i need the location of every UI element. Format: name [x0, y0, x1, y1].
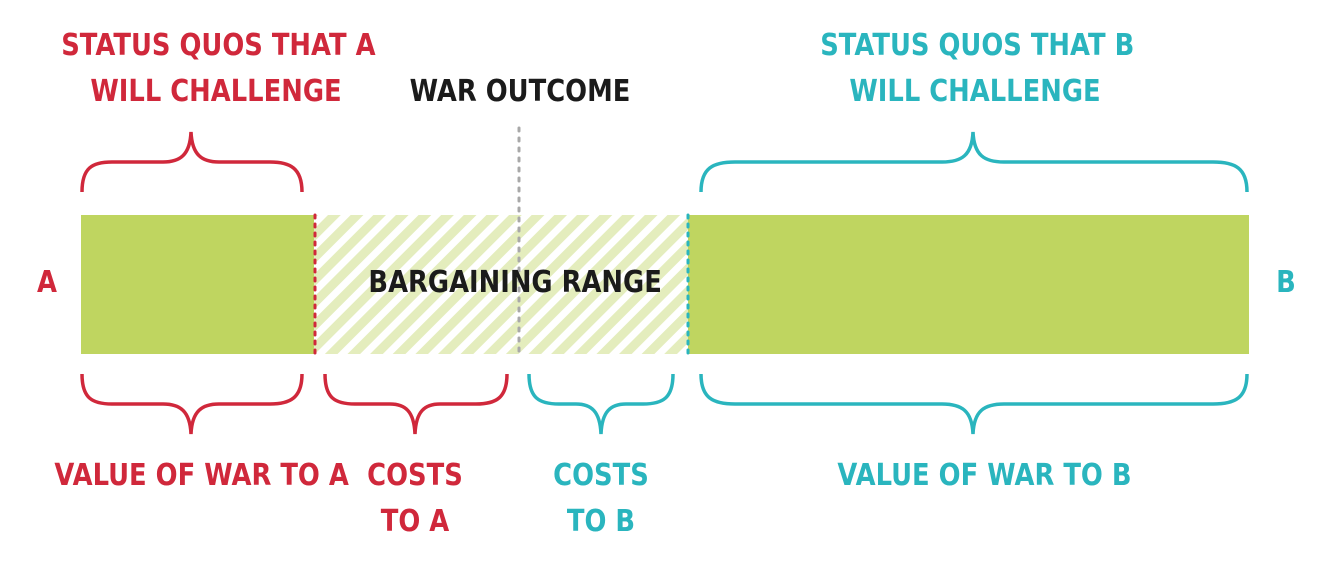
costs-to-b-line1: COSTS — [553, 458, 649, 493]
brace-bottom-costs-b — [527, 373, 675, 435]
status-quos-a-line1: STATUS QUOS THAT A — [61, 28, 376, 63]
brace-top-status-quos-a — [80, 131, 304, 193]
costs-to-a-label: COSTS TO A — [355, 453, 475, 545]
costs-to-b-label: COSTS TO B — [541, 453, 661, 545]
costs-to-b-line2: TO B — [566, 504, 636, 539]
value-of-war-b-label: VALUE OF WAR TO B — [837, 458, 1132, 493]
brace-top-status-quos-b — [699, 131, 1249, 193]
war-outcome-label: WAR OUTCOME — [400, 69, 641, 115]
bar-value-b — [688, 215, 1249, 354]
brace-bottom-value-war-b — [699, 373, 1249, 435]
status-quos-b-line2: WILL CHALLENGE — [849, 74, 1101, 109]
status-quos-b-line1: STATUS QUOS THAT B — [820, 28, 1135, 63]
endpoint-b-label: B — [1276, 265, 1296, 300]
value-of-war-a-label: VALUE OF WAR TO A — [54, 458, 349, 493]
brace-bottom-value-war-a — [80, 373, 304, 435]
status-quos-a-line2: WILL CHALLENGE — [90, 74, 342, 109]
bargaining-range-label: BARGAINING RANGE — [368, 265, 662, 300]
brace-bottom-costs-a — [323, 373, 509, 435]
status-quos-b-label: STATUS QUOS THAT B WILL CHALLENGE — [820, 23, 1135, 115]
costs-to-a-line1: COSTS — [367, 458, 463, 493]
endpoint-a-label: A — [37, 265, 57, 300]
costs-to-a-line2: TO A — [380, 504, 450, 539]
war-outcome-text: WAR OUTCOME — [409, 74, 631, 109]
status-quos-a-label: STATUS QUOS THAT A WILL CHALLENGE — [61, 23, 376, 115]
bar-value-a — [81, 215, 314, 354]
bar-bargaining-range — [314, 215, 688, 354]
